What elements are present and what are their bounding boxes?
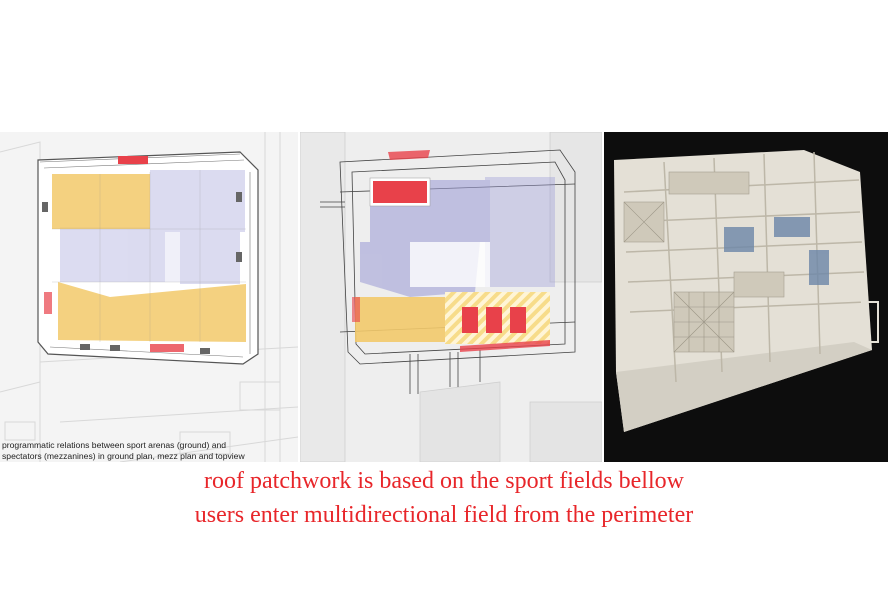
mezzanine-plan-panel xyxy=(300,132,602,462)
ground-plan-panel xyxy=(0,132,298,462)
arena-south xyxy=(58,282,246,342)
main-caption-line-2: users enter multidirectional field from … xyxy=(194,502,694,528)
panel-caption: programmatic relations between sport are… xyxy=(2,440,302,462)
mezzanine-plan-drawing xyxy=(300,132,602,462)
court-north xyxy=(373,181,427,203)
arena-southwest xyxy=(355,297,455,342)
main-caption-line-1: roof patchwork is based on the sport fie… xyxy=(204,468,684,494)
model-photo xyxy=(604,132,888,462)
ground-plan-drawing xyxy=(0,132,298,462)
panel-caption-line-2: spectators (mezzanines) in ground plan, … xyxy=(2,451,245,461)
model-photo-panel xyxy=(604,132,888,462)
arena-north xyxy=(52,174,150,229)
panel-caption-line-1: programmatic relations between sport are… xyxy=(2,440,227,450)
